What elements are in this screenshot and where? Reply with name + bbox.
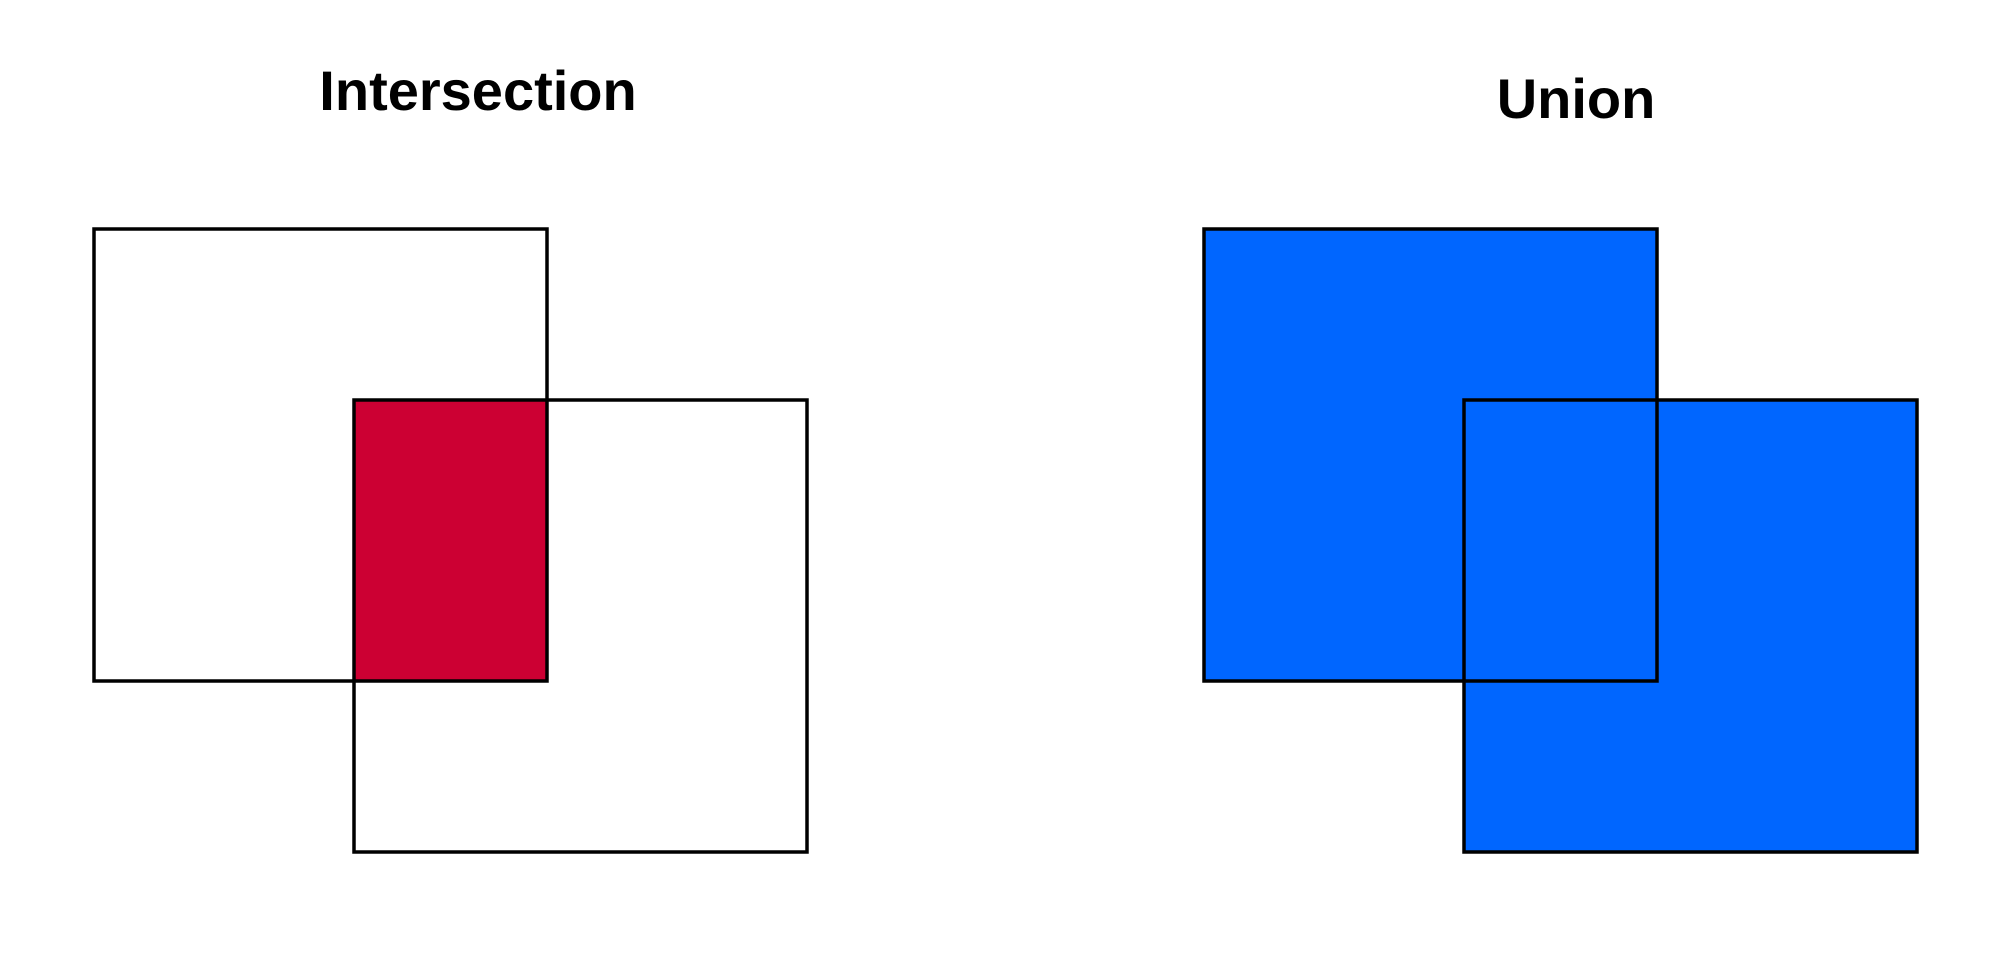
union-rect-b-fill <box>1464 400 1917 852</box>
union-rect-a <box>1202 227 1659 683</box>
union-panel: Union <box>1202 67 1919 854</box>
intersection-rect-b <box>352 398 809 854</box>
intersection-title: Intersection <box>319 59 636 122</box>
union-title: Union <box>1497 67 1656 130</box>
intersection-rect-a <box>92 227 549 683</box>
intersection-overlap-region <box>354 400 547 681</box>
union-rect-b <box>1462 398 1919 854</box>
intersection-panel: Intersection <box>92 59 809 854</box>
